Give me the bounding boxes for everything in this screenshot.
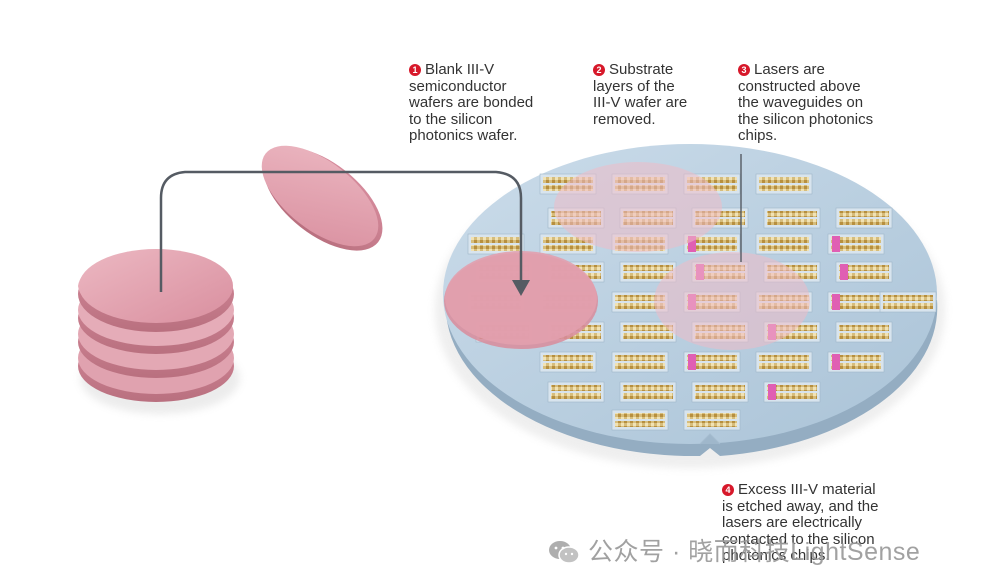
callout-1-line: Blank III-V [425, 61, 495, 78]
callout-4-line: photonics chips. [722, 547, 830, 564]
photonics-chip [547, 381, 605, 403]
laser-marker [688, 354, 696, 370]
iii-v-wafer-in-transit [261, 145, 383, 251]
photonics-chip [611, 351, 669, 373]
photonics-chip [619, 381, 677, 403]
bonded-wafer-blank [444, 251, 598, 349]
photonics-chip [755, 233, 813, 255]
callout-4-number: 4 [722, 484, 734, 496]
photonics-chip [611, 409, 669, 431]
callout-1-line: semiconductor [409, 77, 507, 95]
photonics-chip [835, 261, 893, 283]
photonics-chip [683, 351, 741, 373]
callout-4-line: is etched away, and the [722, 497, 879, 515]
photonics-chip [827, 233, 885, 255]
transfer-path-arrow [159, 170, 523, 292]
photonics-chip [763, 381, 821, 403]
bonded-wafer-substrate-removed [554, 162, 722, 252]
wechat-icon [549, 541, 580, 564]
callout-1: 1 Blank III-V semiconductor wafers are bo… [409, 61, 534, 145]
callout-4: 4 Excess III-V material is etched away, a… [722, 481, 879, 565]
callout-3: 3 Lasers are constructed above the wavegu… [738, 61, 874, 145]
photonics-chip [755, 173, 813, 195]
callout-3-number: 3 [738, 64, 750, 76]
callout-3-line: chips. [738, 127, 778, 144]
photonics-chip [683, 409, 741, 431]
watermark: 公众号 · 晓而科技LightSense [548, 532, 920, 568]
laser-marker [688, 236, 696, 252]
callout-1-number: 1 [409, 64, 421, 76]
callout-2-line: III-V wafer are [593, 94, 688, 111]
callout-4-line: Excess III-V material [738, 481, 876, 498]
watermark-text: 公众号 · 晓而科技LightSense [588, 538, 921, 566]
photonics-chip [619, 321, 677, 343]
callout-1-line: photonics wafer. [409, 127, 518, 144]
callout-2-line: layers of the [593, 77, 675, 95]
laser-marker [840, 264, 848, 280]
callout-2-line: Substrate [609, 61, 674, 78]
photonics-chip [763, 207, 821, 229]
arrowhead [512, 280, 530, 296]
photonics-chip [835, 321, 893, 343]
photonics-chip [835, 207, 893, 229]
callout-3-line: Lasers are [754, 61, 825, 78]
callout-1-line: to the silicon [409, 110, 493, 128]
callout-2: 2 Substrate layers of the III-V wafer are… [593, 61, 688, 128]
bonded-wafer-lasers [654, 252, 810, 350]
callout-3-line: the waveguides on [738, 94, 864, 111]
photonics-chip [539, 351, 597, 373]
callout-3-line: constructed above [738, 77, 861, 95]
laser-marker [832, 236, 840, 252]
callout-3-line: the silicon photonics [738, 110, 874, 128]
stack-wafer-1 [78, 249, 234, 332]
callout-4-line: lasers are electrically [722, 514, 863, 531]
laser-marker [832, 354, 840, 370]
photonics-chip [879, 291, 937, 313]
callout-2-number: 2 [593, 64, 605, 76]
callout-2-line: removed. [593, 110, 656, 128]
photonics-chip [755, 351, 813, 373]
photonics-chip [467, 233, 525, 255]
photonics-chip [691, 381, 749, 403]
laser-marker [832, 294, 840, 310]
iii-v-wafer-stack [78, 249, 240, 414]
callout-4-line: contacted to the silicon [722, 530, 875, 548]
photonics-chip [827, 351, 885, 373]
callout-1-line: wafers are bonded [409, 94, 534, 111]
laser-marker [768, 384, 776, 400]
photonics-chip [827, 291, 885, 313]
